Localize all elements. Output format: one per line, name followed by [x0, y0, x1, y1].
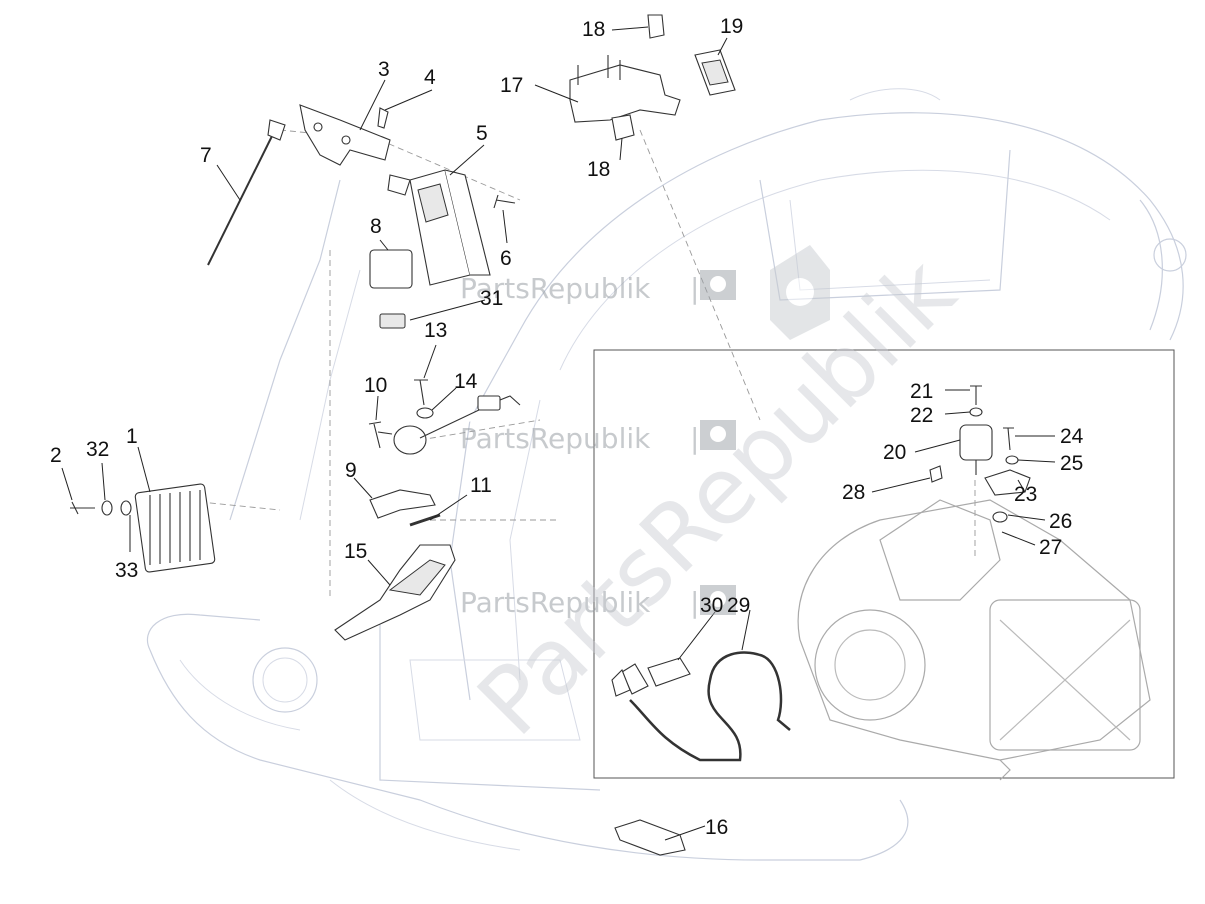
callout-labels: 1 2 3 4 5 6 7 8 9 10 11 13 14 15 16 17 1… — [50, 15, 1084, 839]
screw-part-4 — [377, 107, 389, 129]
callout-24: 24 — [1060, 425, 1084, 448]
control-unit-part-5 — [409, 169, 491, 286]
screw-part-6 — [493, 194, 516, 209]
callout-19: 19 — [720, 15, 743, 38]
bracket-part-19 — [694, 49, 736, 96]
callout-5: 5 — [476, 122, 488, 145]
screw-part-24 — [1003, 427, 1014, 451]
callout-10: 10 — [364, 374, 387, 397]
screw-part-13 — [414, 379, 428, 406]
watermark-text-3: PartsRepublik — [460, 586, 651, 619]
watermark-sep-1: | — [690, 272, 699, 305]
connector-part-30 — [611, 657, 691, 697]
callout-30: 30 — [700, 594, 723, 617]
washer-part-25 — [1005, 455, 1019, 465]
callout-18-top: 18 — [582, 18, 605, 41]
watermark-text-1: PartsRepublik — [460, 272, 651, 305]
washer-part-14 — [416, 407, 434, 419]
scooter-body-outline — [146, 88, 1187, 861]
callout-21: 21 — [910, 380, 933, 403]
callout-6: 6 — [500, 247, 512, 270]
spacer-part-26 — [992, 511, 1008, 523]
callout-15: 15 — [344, 540, 367, 563]
callout-25: 25 — [1060, 452, 1083, 475]
starter-relay-part-20 — [959, 424, 993, 475]
regulator-part — [134, 483, 216, 573]
callout-17: 17 — [500, 74, 523, 97]
leader-lines — [61, 26, 1056, 841]
screw-part-21 — [970, 385, 982, 405]
callout-3: 3 — [378, 58, 390, 81]
callout-18-bottom: 18 — [587, 158, 610, 181]
fuse-part-31 — [379, 313, 406, 329]
washer-part-22 — [969, 407, 983, 417]
callout-2: 2 — [50, 444, 62, 467]
engine-block — [797, 499, 1151, 781]
sensor-part-28 — [929, 465, 943, 483]
sensor-part-12 — [377, 395, 521, 455]
bracket-part-3 — [299, 104, 411, 196]
bracket-part-17 — [569, 55, 681, 123]
watermark-sep-3: | — [690, 586, 699, 619]
callout-23: 23 — [1014, 483, 1037, 506]
cover-part-16 — [614, 819, 686, 856]
callout-33: 33 — [115, 559, 138, 582]
callout-4: 4 — [424, 66, 436, 89]
relay-part-8 — [369, 249, 413, 289]
callout-32: 32 — [86, 438, 109, 461]
callout-9: 9 — [345, 459, 357, 482]
callout-1: 1 — [126, 425, 138, 448]
watermark-text-2: PartsRepublik — [460, 422, 651, 455]
engine-inset-frame — [593, 349, 1175, 779]
bracket-part-9 — [369, 489, 436, 519]
callout-8: 8 — [370, 215, 382, 238]
callout-11: 11 — [470, 474, 492, 497]
callout-22: 22 — [910, 404, 933, 427]
callout-16: 16 — [705, 816, 728, 839]
callout-29: 29 — [727, 594, 750, 617]
callout-13: 13 — [424, 319, 447, 342]
callout-28: 28 — [842, 481, 865, 504]
callout-27: 27 — [1039, 536, 1062, 559]
watermark-sep-2: | — [690, 422, 699, 455]
cable-tie-part-7 — [207, 119, 286, 266]
clip-part-18 — [611, 14, 665, 141]
screw-part-10 — [368, 421, 382, 449]
bolt-part — [70, 500, 132, 516]
gear-icon — [700, 245, 830, 615]
sensor-cable-part-29 — [621, 651, 791, 762]
callout-26: 26 — [1049, 510, 1072, 533]
callout-31: 31 — [480, 287, 503, 310]
bracket-part-23 — [984, 469, 1031, 496]
callout-14: 14 — [454, 370, 478, 393]
callout-7: 7 — [200, 144, 212, 167]
callout-20: 20 — [883, 441, 906, 464]
